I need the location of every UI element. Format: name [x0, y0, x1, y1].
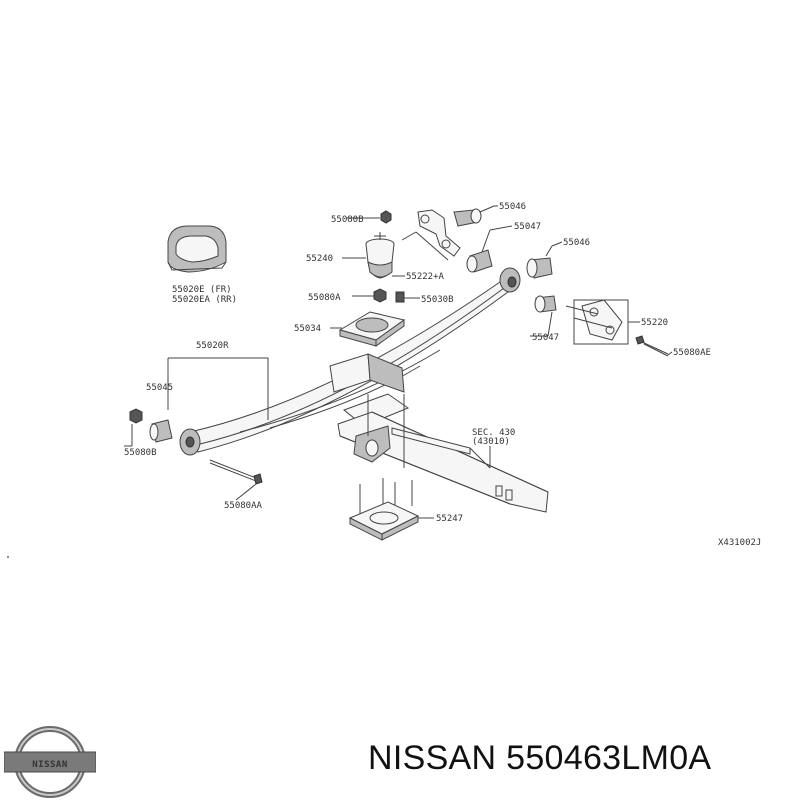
label-sec430: SEC. 430	[472, 428, 515, 438]
label-55034: 55034	[294, 324, 321, 334]
label-55080AE: 55080AE	[673, 348, 711, 358]
label-55047-right: 55047	[532, 333, 559, 343]
rear-shackle-drawing	[526, 241, 673, 357]
label-sec430-sub: (43010)	[472, 437, 510, 447]
nissan-logo: NISSAN	[4, 726, 96, 798]
label-55080AA: 55080AA	[224, 501, 263, 511]
label-55045: 55045	[146, 383, 173, 393]
leader-55020R	[168, 357, 269, 420]
label-55047-top: 55047	[514, 222, 541, 232]
caption-part-number: 550463LM0A	[506, 739, 712, 777]
label-55030B: 55030B	[421, 295, 454, 305]
label-55247: 55247	[436, 514, 463, 524]
label-55222A: 55222+A	[406, 272, 445, 282]
diagram-ref-code: X431002J	[718, 538, 761, 548]
front-bushing-drawing	[124, 408, 263, 501]
label-55220: 55220	[641, 318, 668, 328]
label-55046-right: 55046	[563, 238, 590, 248]
axle-drawing	[329, 353, 549, 513]
bump-stopper-drawing	[167, 225, 227, 273]
caption-brand: NISSAN	[368, 739, 497, 777]
label-55046-top: 55046	[499, 202, 526, 212]
label-55020EA: 55020EA (RR)	[172, 295, 237, 305]
label-55020E: 55020E (FR)	[172, 285, 232, 295]
label-55020R: 55020R	[196, 341, 229, 351]
label-55240: 55240	[306, 254, 333, 264]
logo-text: NISSAN	[32, 760, 68, 770]
part-caption: NISSAN 550463LM0A	[368, 739, 711, 778]
label-55080B-top: 55080B	[331, 215, 364, 225]
label-55080A: 55080A	[308, 293, 341, 303]
bolt-nut-drawing	[352, 288, 420, 303]
spring-seat-drawing	[330, 311, 406, 347]
u-bolt-plate-drawing	[348, 478, 434, 541]
leaf-spring-drawing	[179, 267, 521, 456]
stray-dot	[7, 556, 9, 558]
label-55080B-left: 55080B	[124, 448, 157, 458]
front-hanger-drawing	[346, 205, 513, 273]
bumper-rubber-drawing	[342, 232, 395, 279]
